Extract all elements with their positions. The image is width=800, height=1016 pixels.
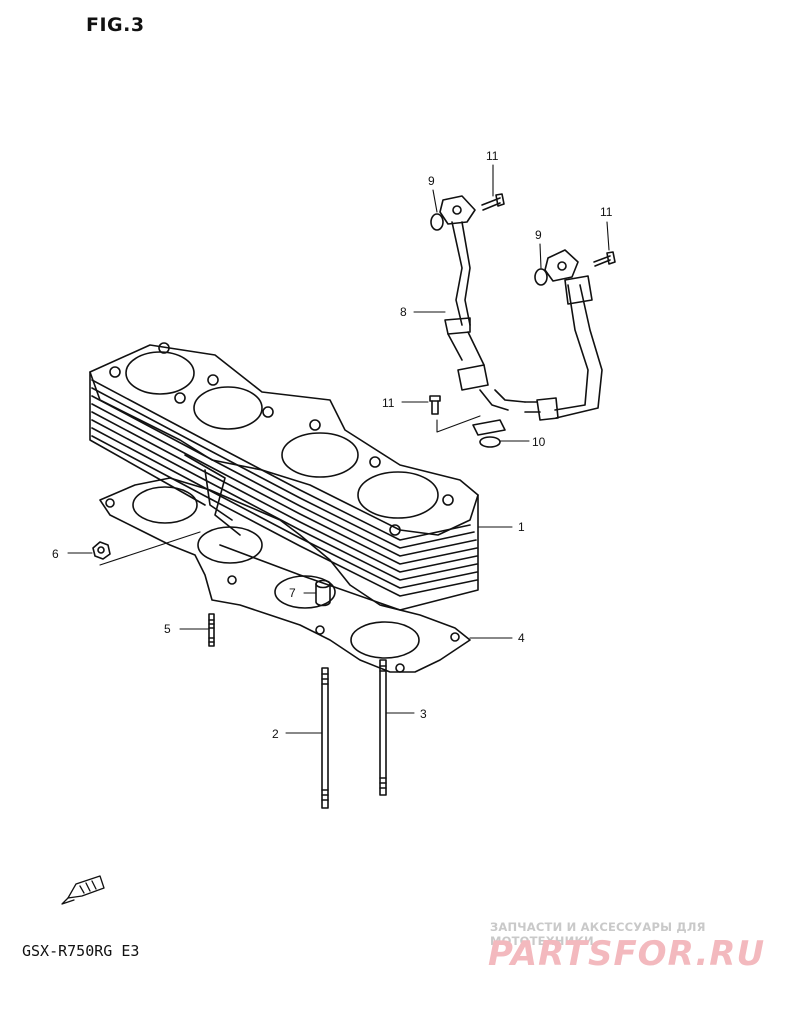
watermark-tagline: ЗАПЧАСТИ И АКСЕССУАРЫ ДЛЯ МОТОТЕХНИКИ (490, 920, 706, 948)
model-code: GSX-R750RG E3 (22, 942, 140, 960)
bolt-c (429, 395, 441, 415)
bolt (481, 193, 505, 211)
callout-8: 8 (400, 305, 407, 319)
oil-hose-assembly (439, 195, 603, 436)
callout-9: 9 (428, 174, 435, 188)
dowel-pin (315, 579, 331, 607)
callout-7: 7 (289, 586, 296, 600)
figure-title: FIG.3 (86, 14, 145, 36)
gasket-ring (479, 436, 501, 448)
callout-4: 4 (518, 631, 525, 645)
o-ring-b (534, 268, 548, 286)
callout-2: 2 (272, 727, 279, 741)
callout-1: 1 (518, 520, 525, 534)
nut (92, 541, 111, 560)
callout-5: 5 (164, 622, 171, 636)
callout-6: 6 (52, 547, 59, 561)
watermark-logo: PARTSFOR.RU (488, 934, 766, 974)
cylinder-block (89, 342, 479, 611)
callout-11: 11 (486, 149, 499, 163)
callout-11-c: 11 (382, 396, 395, 410)
o-ring (430, 213, 444, 231)
callout-10: 10 (532, 435, 546, 449)
callout-11-b: 11 (600, 205, 613, 219)
callout-3: 3 (420, 707, 427, 721)
bolt-b (593, 251, 616, 267)
short-stud (208, 613, 215, 647)
leader-lines (67, 164, 610, 734)
long-stud (321, 667, 329, 809)
front-arrow-icon (61, 875, 105, 905)
base-gasket (99, 477, 471, 673)
long-stud-b (379, 659, 387, 796)
callout-9-b: 9 (535, 228, 542, 242)
